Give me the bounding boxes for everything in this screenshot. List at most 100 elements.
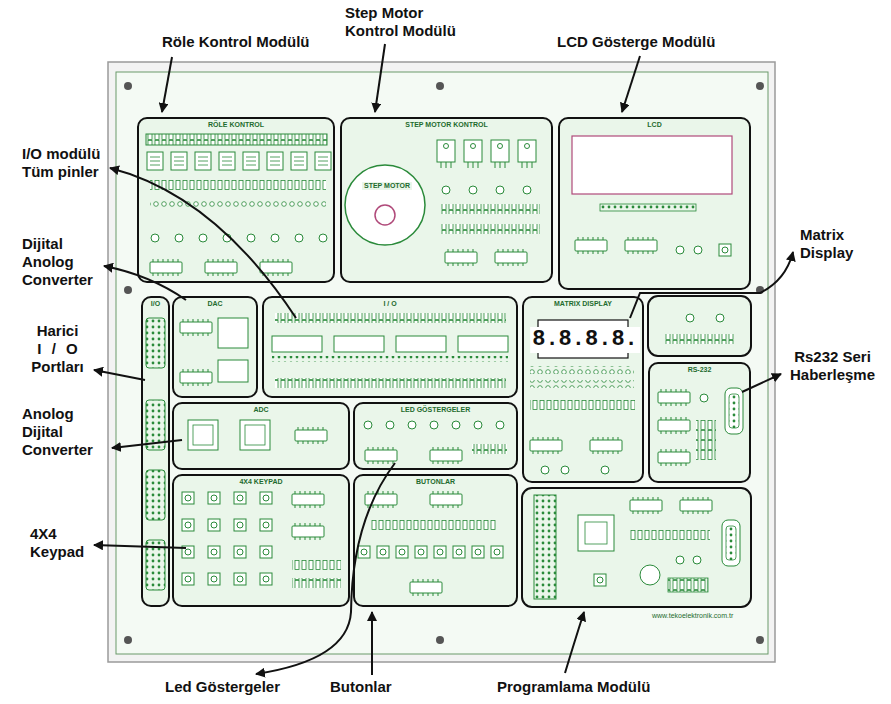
module-title: RS-232 (686, 366, 714, 374)
module-box: DAC (172, 296, 258, 398)
board-path (104, 266, 186, 300)
board-use (469, 186, 477, 194)
board-use (319, 234, 327, 242)
board-use (386, 421, 394, 429)
callout-label: I/O modülü Tüm pinler (22, 145, 110, 181)
seven-segment-digits: 8.8.8.8. (530, 327, 640, 353)
board-use (151, 234, 159, 242)
board-use (195, 152, 211, 170)
callout-label: Harici I / O Portları (30, 322, 85, 376)
board-use (700, 394, 708, 402)
module-title: ADC (251, 406, 270, 414)
rs232-parts (658, 388, 743, 466)
board-rect (558, 117, 751, 290)
board-use (725, 388, 743, 434)
board-use (630, 497, 662, 514)
board-circle (756, 82, 764, 90)
callout-label: Programlama Modülü (497, 678, 697, 696)
board-path (375, 44, 385, 112)
board-use (205, 259, 237, 276)
module-box: MATRIX DISPLAY 8.8.8.8. (522, 296, 644, 483)
board-circle (436, 636, 444, 644)
board-use (575, 237, 607, 254)
board-rect (534, 495, 556, 599)
module-title: STEP MOTOR KONTROL (403, 121, 490, 129)
board-rect (600, 204, 696, 211)
module-box: RÖLE KONTROL (137, 117, 335, 283)
board-rect (572, 136, 732, 194)
board-use (518, 140, 536, 168)
board-use (182, 492, 194, 504)
led-module-parts (364, 421, 507, 464)
board-rect (193, 425, 213, 445)
board-use (530, 437, 562, 454)
callout-label: Anolog Dijital Converter (22, 405, 102, 459)
board-use (292, 491, 324, 508)
board-path (162, 57, 172, 112)
board-path (371, 612, 373, 675)
board-rect (272, 336, 322, 352)
board-use (234, 546, 246, 558)
board-path (94, 370, 145, 380)
module-title: I/O (149, 300, 162, 308)
board-rect (108, 62, 775, 662)
board-use (364, 421, 372, 429)
module-title: DAC (205, 300, 224, 308)
board-rect (292, 578, 341, 588)
board-use (291, 152, 307, 170)
board-rect (218, 318, 248, 348)
board-use (260, 546, 272, 558)
board-rect (353, 474, 518, 607)
module-title: BUTONLAR (414, 478, 457, 486)
board-rect (172, 474, 350, 607)
board-rect (530, 380, 634, 388)
board-rect (240, 420, 270, 450)
board-use (472, 546, 484, 558)
board-use (171, 152, 187, 170)
board-path (742, 374, 781, 392)
board-rect (272, 356, 508, 362)
module-box: LCD (558, 117, 751, 290)
board-use (716, 314, 724, 322)
callout-label: 4X4 Keypad (30, 525, 90, 561)
board-use (594, 574, 606, 586)
board-use (234, 573, 246, 585)
board-circle (375, 205, 395, 225)
board-use (722, 520, 740, 566)
small-module-parts (664, 314, 734, 344)
callout-label: Matrix Display (800, 226, 870, 262)
board-use (680, 497, 712, 514)
board-use (453, 546, 465, 558)
board-rect (292, 560, 341, 570)
board-path (256, 463, 395, 674)
board-use (358, 546, 370, 558)
board-rect (353, 402, 518, 470)
callout-label: Dijital Anolog Converter (22, 235, 102, 289)
keypad-parts (182, 491, 341, 588)
callout-label: LCD Gösterge Modülü (557, 33, 757, 51)
board-use (182, 573, 194, 585)
board-use (295, 234, 303, 242)
board-rect (585, 522, 607, 544)
step-motor-parts (345, 140, 540, 266)
module-title: MATRIX DISPLAY (552, 300, 614, 308)
board-rect (396, 336, 446, 352)
board-use (491, 140, 509, 168)
board-use (430, 447, 462, 464)
board-circle (345, 165, 425, 245)
adc-parts (188, 420, 327, 450)
dac-parts (180, 318, 248, 386)
module-box: ADC (172, 402, 350, 470)
board-rect (188, 420, 218, 450)
module-title: LCD (645, 121, 663, 129)
board-rect (146, 134, 327, 145)
board-use (430, 491, 462, 508)
module-box: BUTONLAR (353, 474, 518, 607)
board-use (658, 449, 690, 466)
module-fills (137, 117, 751, 607)
board-use (219, 152, 235, 170)
board-rect (472, 444, 507, 454)
board-use (260, 519, 272, 531)
module-box: I/O (141, 296, 170, 607)
